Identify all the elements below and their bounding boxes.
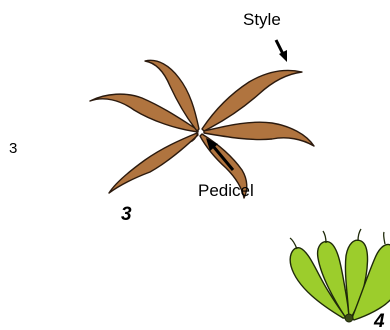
- brown-follicle-cluster: [90, 60, 314, 198]
- side-number-label: 3: [9, 140, 17, 157]
- style-arrow: [276, 40, 287, 62]
- pod-base: [345, 314, 353, 322]
- pod-tip-1: [290, 238, 297, 249]
- follicle-lower-left: [109, 133, 198, 193]
- style-label: Style: [243, 10, 281, 29]
- pedicel-label: Pedicel: [198, 181, 254, 200]
- pod-tip-4: [384, 232, 385, 244]
- follicle-right: [204, 122, 314, 146]
- pod-tip-3: [358, 229, 361, 241]
- figure-4-number: 4: [373, 311, 385, 330]
- green-pod-cluster: [290, 229, 390, 322]
- figure-3-number: 3: [121, 204, 132, 225]
